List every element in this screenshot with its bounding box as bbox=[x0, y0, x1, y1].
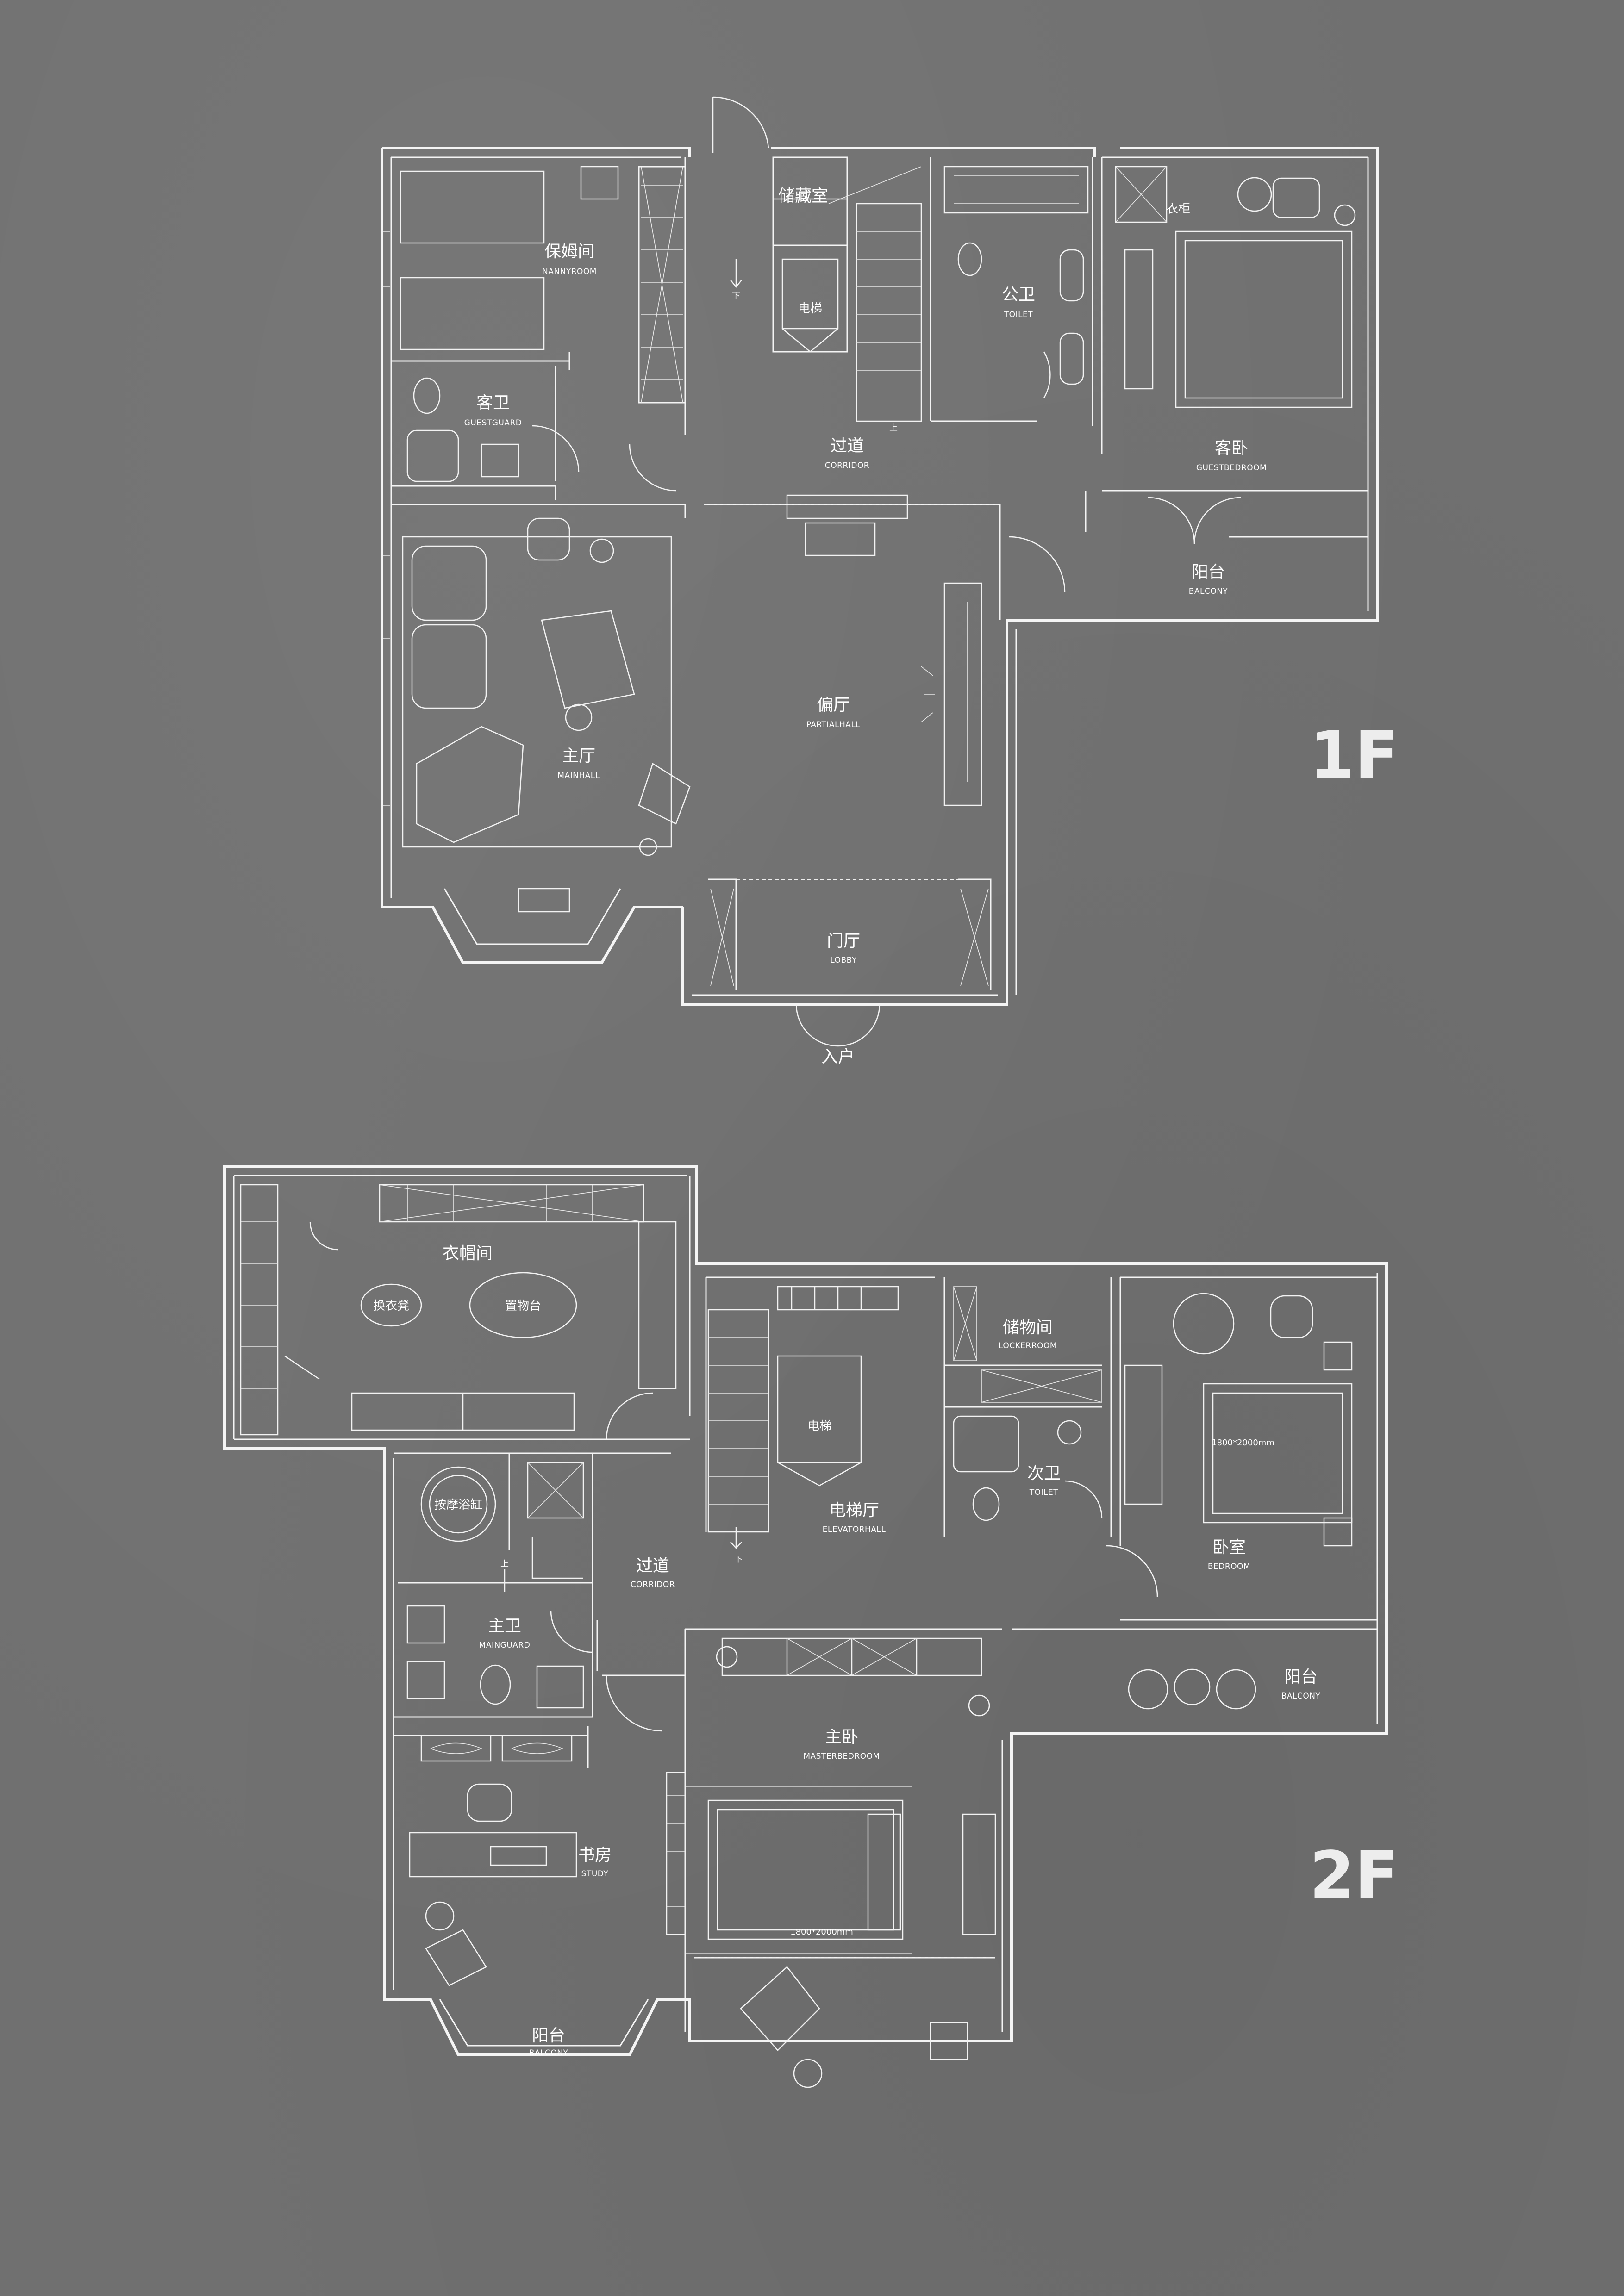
massage-tub: 按摩浴缸 bbox=[434, 1498, 482, 1512]
floor-plan-1f bbox=[381, 96, 1379, 1047]
room-study-en: STUDY bbox=[581, 1869, 609, 1879]
room-elevator-hall-en: ELEVATORHALL bbox=[823, 1525, 886, 1534]
room-bedroom-cn: 卧室 bbox=[1212, 1538, 1246, 1557]
room-elevator-hall-cn: 电梯厅 bbox=[829, 1501, 879, 1520]
room-public-wc-en: TOILET bbox=[1004, 310, 1033, 319]
room-guest-wc-cn: 客卫 bbox=[476, 393, 510, 412]
room-master-bedroom-cn: 主卧 bbox=[825, 1728, 858, 1747]
bed-size-master: 1800*2000mm bbox=[790, 1927, 853, 1937]
room-second-wc-cn: 次卫 bbox=[1027, 1464, 1061, 1483]
room-nanny-en: NANNYROOM bbox=[542, 267, 597, 276]
room-locker-cn: 储物间 bbox=[1003, 1318, 1053, 1337]
room-wardrobe: 衣柜 bbox=[1166, 202, 1190, 216]
room-corridor-2f-en: CORRIDOR bbox=[631, 1580, 675, 1589]
floor-label-2f: 2F bbox=[1309, 1838, 1399, 1913]
room-cloakroom: 衣帽间 bbox=[443, 1244, 493, 1263]
room-balcony-east-en: BALCONY bbox=[1281, 1692, 1321, 1701]
room-labels-1f: 保姆间 NANNYROOM 客卫 GUESTGUARD 储藏室 电梯 过道 CO… bbox=[464, 187, 1399, 1066]
floor-plan-2f bbox=[223, 1165, 1388, 2088]
room-balcony-east-cn: 阳台 bbox=[1284, 1668, 1318, 1686]
bed-size-bedroom: 1800*2000mm bbox=[1212, 1438, 1274, 1448]
stair-up-2f: 上 bbox=[500, 1559, 509, 1569]
room-storage-cn: 储藏室 bbox=[778, 187, 828, 205]
room-main-hall-cn: 主厅 bbox=[562, 747, 595, 765]
room-main-hall-en: MAINHALL bbox=[557, 771, 600, 780]
cloakroom-display-table: 置物台 bbox=[505, 1299, 541, 1313]
stair-down-1f: 下 bbox=[732, 291, 740, 301]
room-guest-wc-en: GUESTGUARD bbox=[464, 418, 522, 428]
room-lobby-en: LOBBY bbox=[830, 956, 857, 965]
room-elevator-2f: 电梯 bbox=[807, 1419, 831, 1433]
room-corridor-1f-en: CORRIDOR bbox=[825, 461, 869, 470]
room-corridor-1f-cn: 过道 bbox=[831, 436, 864, 455]
room-master-wc-cn: 主卫 bbox=[488, 1617, 521, 1636]
floor-label-1f: 1F bbox=[1309, 718, 1399, 793]
room-master-bedroom-en: MASTERBEDROOM bbox=[803, 1752, 880, 1761]
room-elevator-1f: 电梯 bbox=[798, 302, 822, 316]
room-master-wc-en: MAINGUARD bbox=[479, 1641, 531, 1650]
room-guest-bedroom-en: GUESTBEDROOM bbox=[1196, 463, 1267, 473]
room-public-wc-cn: 公卫 bbox=[1002, 285, 1035, 304]
room-guest-bedroom-cn: 客卧 bbox=[1215, 439, 1248, 458]
room-lobby-cn: 门厅 bbox=[827, 932, 860, 951]
room-labels-2f: 衣帽间 换衣凳 置物台 电梯 储物间 LOCKERROOM 次卫 TOILET … bbox=[373, 1244, 1399, 2058]
room-locker-en: LOCKERROOM bbox=[999, 1341, 1057, 1350]
entrance-label: 入户 bbox=[821, 1047, 855, 1066]
cloakroom-stool: 换衣凳 bbox=[373, 1299, 409, 1313]
stair-down-2f: 下 bbox=[734, 1555, 743, 1564]
room-partial-hall-cn: 偏厅 bbox=[817, 696, 850, 715]
room-study-cn: 书房 bbox=[578, 1846, 612, 1865]
room-balcony-1f-cn: 阳台 bbox=[1192, 563, 1225, 582]
room-corridor-2f-cn: 过道 bbox=[636, 1556, 669, 1575]
room-partial-hall-en: PARTIALHALL bbox=[806, 720, 861, 729]
room-second-wc-en: TOILET bbox=[1029, 1488, 1058, 1497]
room-bedroom-en: BEDROOM bbox=[1208, 1562, 1250, 1571]
room-balcony-1f-en: BALCONY bbox=[1189, 587, 1228, 596]
room-nanny-cn: 保姆间 bbox=[544, 242, 594, 261]
room-balcony-south-cn: 阳台 bbox=[532, 2026, 565, 2045]
room-balcony-south-en: BALCONY bbox=[529, 2048, 568, 2058]
stair-up-1f: 上 bbox=[889, 423, 898, 433]
